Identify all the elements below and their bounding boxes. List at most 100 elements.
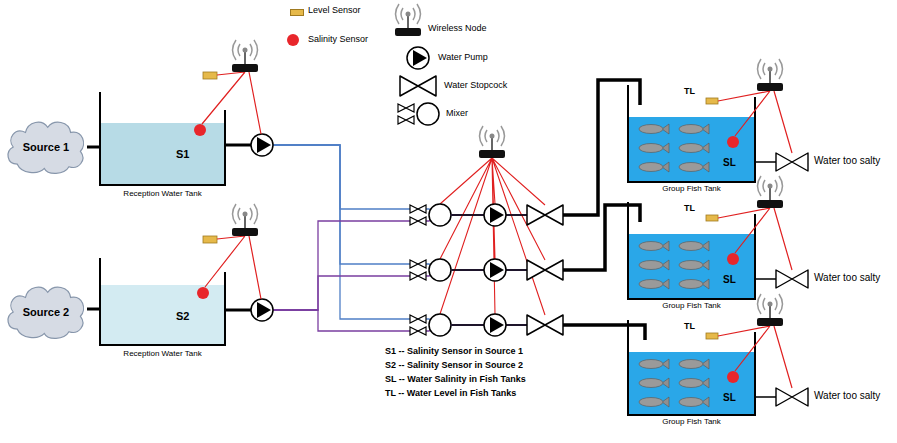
mixing-station [527,205,563,225]
mixing-station [410,204,451,226]
fish [639,125,663,134]
outlet-label: Water too salty [814,155,880,166]
fish [639,360,663,369]
fish [679,260,709,270]
fish [679,162,709,172]
fish-tank-2-drawing [706,215,718,221]
legend-icons [395,4,439,125]
fish-tank: TLSLGroup Fish Tank [628,340,755,415]
sensor-tag: S2 [176,310,189,322]
mixing-station [410,259,451,281]
reception-tank-2-drawing [205,236,261,299]
legend-icon [407,47,429,69]
fish-tank-1-drawing [757,59,783,91]
fish-tank-1-drawing [628,59,808,182]
sensor-tag: TL [684,322,695,332]
reception-tank-1-drawing [225,144,251,147]
cloud-shape [8,287,84,338]
fish-tank-2-drawing [776,270,808,288]
fish [639,241,669,251]
fish [639,260,669,270]
fish-tank-1-drawing [776,153,808,171]
fish [639,379,663,388]
fish [679,360,703,369]
fish [679,378,709,388]
fish [679,280,703,289]
fish [679,397,709,407]
mixing-station [484,259,506,281]
fish [639,163,663,172]
outlet-label: Water too salty [814,390,880,401]
reception-tank: Reception Water TankS2 [100,282,225,345]
reception-tank-1-drawing [202,72,261,134]
fish-tank-3-drawing [727,371,739,383]
reception-tank: Reception Water TankS1 [100,120,225,185]
fish [679,379,703,388]
fish-tank-1-drawing [706,98,718,104]
fish-tank-3-drawing [757,294,783,326]
fish [679,279,709,289]
water-line [225,205,640,310]
tank-caption: Reception Water Tank [123,190,201,199]
legend-text: Salinity Sensor [308,35,368,45]
fish-tank-1-drawing [755,161,776,163]
fish-tank-3-drawing [755,396,776,398]
source-name: Source 1 [23,141,69,153]
fish [639,242,663,251]
legend-icon [400,76,436,96]
legend-text: Water Stopcock [444,81,507,91]
reception-tank-1-drawing [100,92,225,185]
water-line [225,80,640,215]
fish-tank-3-drawing [628,320,755,415]
fish-tank-3-drawing [718,326,792,388]
legend-swatch [287,34,299,46]
fish [639,124,669,134]
mixing-station [410,314,451,336]
fish [639,378,669,388]
fish-tank-3-drawing [706,333,718,339]
tank-caption: Group Fish Tank [662,185,721,194]
fish [639,397,669,407]
intake-pipe [87,146,100,149]
fish-group [639,124,709,407]
sensor-tag: SL [723,157,736,168]
fish [639,280,663,289]
legend-swatch [290,9,304,16]
mixing-station [410,80,645,340]
fish [679,398,703,407]
mixing-station [440,158,545,315]
cloud-shape [8,122,84,173]
mixing-station [484,314,506,336]
source-cloud: Source 2 [5,282,87,342]
fish-tank-2-drawing [755,278,776,280]
reception-tank-2-drawing [197,287,209,299]
fish [679,144,703,153]
sensor-tag: SL [723,274,736,285]
mixing-station [527,260,563,280]
sensor-tag: TL [684,87,695,97]
mixing-station [563,325,645,340]
reception-tank-2-drawing [100,285,225,345]
reception-tank-2-drawing [225,309,251,312]
tank-caption: Group Fish Tank [662,418,721,427]
mixing-station [479,126,505,158]
water-line [225,80,640,310]
legend-text: Wireless Node [428,24,487,34]
reception-tank-1-drawing [203,72,217,79]
fish-tank-2-drawing [727,253,739,265]
fish [639,398,663,407]
sensor-tag: TL [684,204,695,214]
reception-tank-1-drawing [100,123,225,185]
fish [639,144,663,153]
fish [639,162,669,172]
fish [679,125,703,134]
reception-tank-1-drawing [251,134,273,156]
fish-tank: TLSLGroup Fish Tank [628,105,755,182]
water-line [225,145,640,270]
reception-tank-2-drawing [251,299,273,321]
fish [679,359,709,369]
source-cloud: Source 1 [5,117,87,177]
fish [679,242,703,251]
reception-tank-1-drawing [232,40,258,72]
mixing-station [484,204,506,226]
